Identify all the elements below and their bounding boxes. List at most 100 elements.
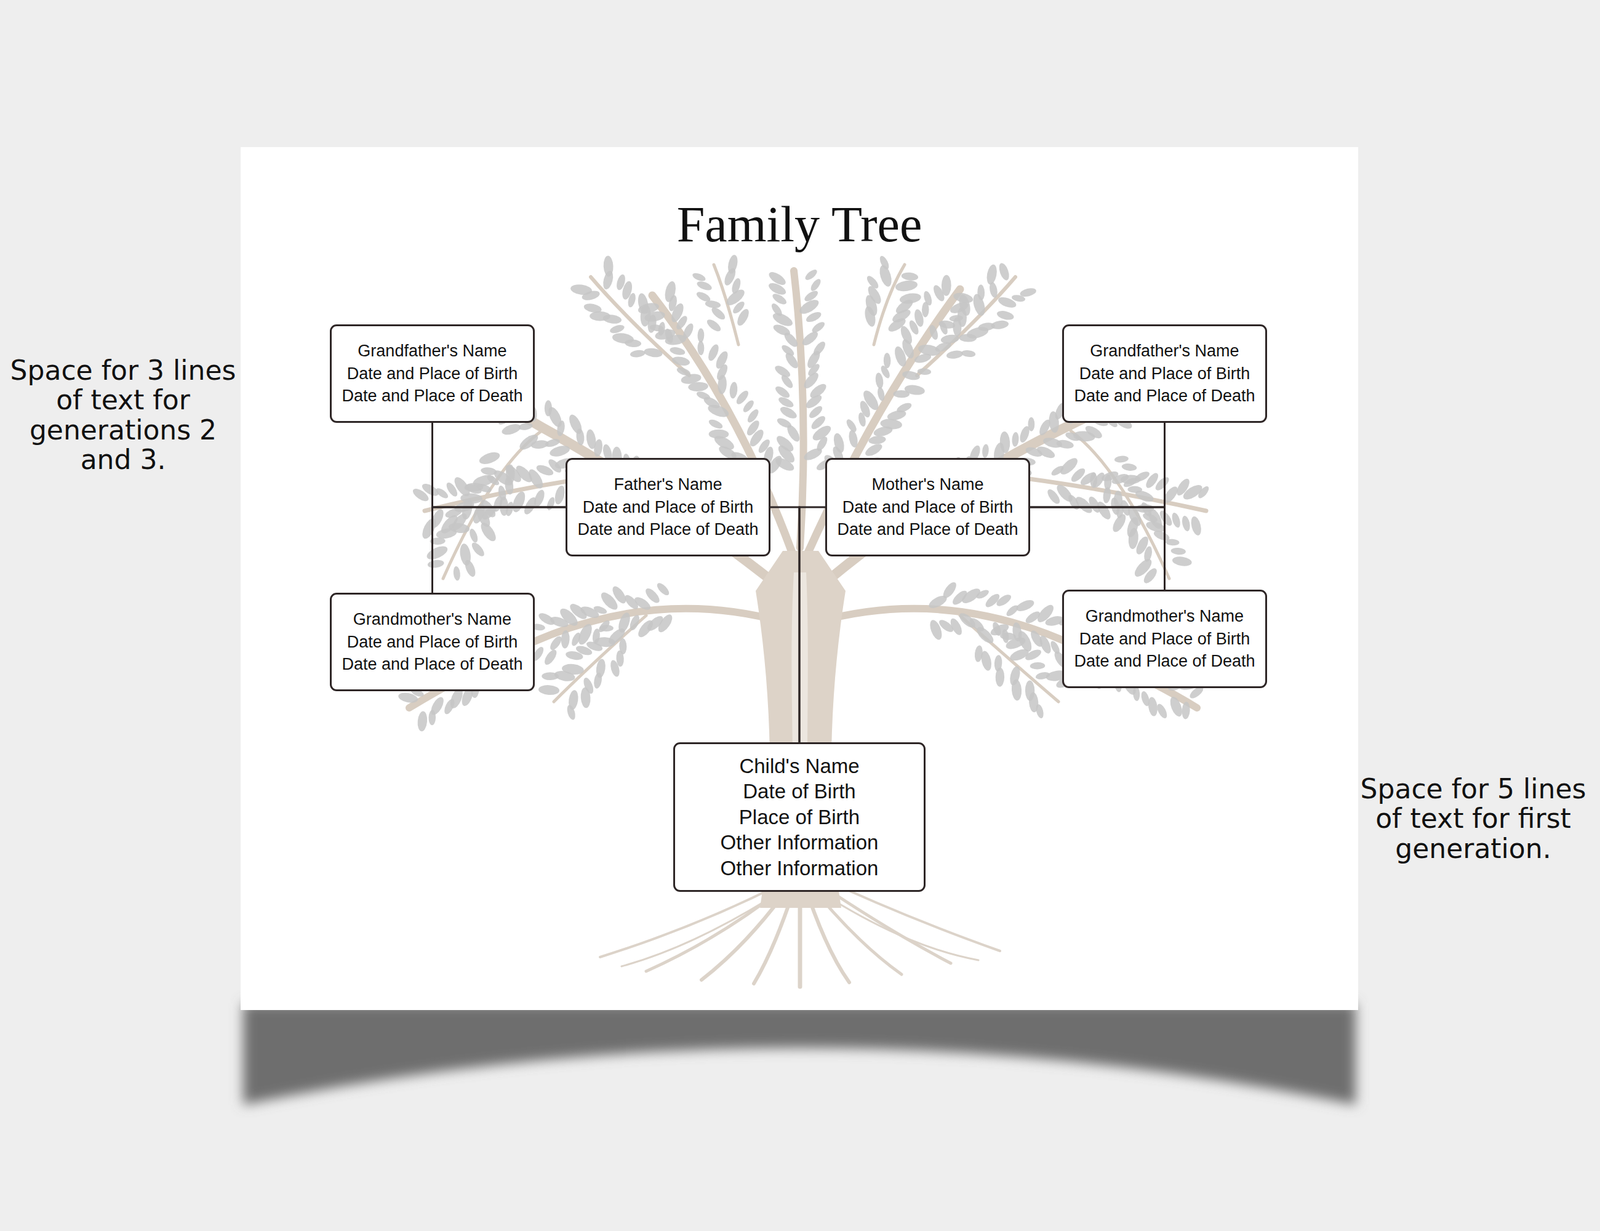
leaf xyxy=(544,400,552,416)
leaf xyxy=(564,649,584,661)
family-connector xyxy=(432,422,567,508)
leaf xyxy=(1170,511,1182,528)
leaf xyxy=(1147,696,1159,717)
card-shadow xyxy=(243,1003,1356,1105)
leaf xyxy=(1024,647,1044,663)
leaf xyxy=(664,327,676,344)
leaf xyxy=(744,418,762,438)
leaf xyxy=(995,667,1005,687)
leaf xyxy=(928,323,940,341)
box-text: Other Information xyxy=(720,829,879,856)
leaf xyxy=(663,280,678,303)
box-text: Date and Place of Death xyxy=(577,518,759,541)
family-connector xyxy=(1030,507,1165,590)
leaf xyxy=(772,363,792,380)
leaf xyxy=(874,372,885,390)
leaf xyxy=(608,659,621,678)
leaf xyxy=(894,278,919,293)
leaf xyxy=(1113,455,1129,464)
leaf xyxy=(900,271,919,282)
person-box: Grandfather's NameDate and Place of Birt… xyxy=(1062,324,1268,423)
leaf xyxy=(695,390,711,402)
leaf xyxy=(945,349,964,360)
leaf xyxy=(847,429,860,449)
leaf xyxy=(956,293,972,317)
leaf xyxy=(1168,694,1185,719)
leaf xyxy=(1170,547,1186,556)
leaf xyxy=(580,686,592,709)
leaf xyxy=(1102,486,1112,504)
leaf xyxy=(1030,662,1046,670)
leaf xyxy=(462,558,478,578)
leaf xyxy=(707,417,725,431)
leaf xyxy=(811,339,828,358)
leaf xyxy=(922,289,934,306)
leaf xyxy=(726,254,740,275)
box-text: Grandmother's Name xyxy=(353,608,512,631)
leaf xyxy=(1094,499,1114,522)
leaf xyxy=(1181,701,1191,720)
leaf xyxy=(876,386,886,402)
leaf xyxy=(464,482,484,493)
leaf xyxy=(545,496,557,512)
leaf xyxy=(582,302,602,314)
leaf xyxy=(1089,472,1098,488)
leaf xyxy=(803,288,820,304)
leaf xyxy=(995,309,1015,322)
leaf xyxy=(974,588,991,601)
person-box: Child's NameDate of BirthPlace of BirthO… xyxy=(673,742,926,892)
leaf xyxy=(444,506,464,520)
leaf xyxy=(775,416,793,430)
box-text: Grandfather's Name xyxy=(1089,339,1239,362)
person-box: Grandfather's NameDate and Place of Birt… xyxy=(329,324,535,423)
leaf xyxy=(1180,515,1192,532)
box-text: Date and Place of Death xyxy=(1073,649,1255,672)
leaf xyxy=(766,269,788,288)
leaf xyxy=(675,366,692,378)
leaf xyxy=(566,412,585,436)
person-box: Grandmother's NameDate and Place of Birt… xyxy=(1062,589,1268,688)
box-text: Date and Place of Death xyxy=(1073,384,1255,407)
box-text: Date and Place of Death xyxy=(836,518,1018,541)
leaf xyxy=(469,540,487,559)
box-text: Child's Name xyxy=(739,753,860,780)
leaf xyxy=(516,432,541,453)
leaf xyxy=(671,355,691,367)
leaf xyxy=(904,384,926,397)
leaf xyxy=(565,704,577,721)
note-label: Space for 3 lines of text for generation… xyxy=(4,355,242,476)
leaf xyxy=(695,289,712,304)
box-text: Date and Place of Birth xyxy=(582,496,754,519)
box-text: Mother's Name xyxy=(871,473,984,496)
leaf xyxy=(769,301,784,318)
leaf xyxy=(1135,504,1154,513)
leaf xyxy=(425,543,450,562)
box-text: Date and Place of Birth xyxy=(347,630,519,653)
leaf xyxy=(916,368,932,376)
leaf xyxy=(1171,555,1193,567)
box-text: Grandfather's Name xyxy=(357,339,507,362)
leaf xyxy=(697,328,704,343)
card xyxy=(240,147,1359,1010)
leaf xyxy=(1110,512,1128,535)
leaf xyxy=(419,516,439,541)
leaf xyxy=(585,428,598,450)
leaf xyxy=(560,630,570,649)
leaf xyxy=(771,310,795,329)
leaf xyxy=(895,401,913,415)
leaf xyxy=(1011,432,1020,447)
leaf xyxy=(611,331,635,345)
leaf xyxy=(629,348,646,358)
leaf xyxy=(636,292,650,315)
family-connector xyxy=(770,507,800,743)
leaf xyxy=(1120,474,1141,484)
box-text: Place of Birth xyxy=(739,804,860,831)
leaf xyxy=(994,592,1013,609)
leaf xyxy=(691,271,707,283)
leaf xyxy=(985,263,999,285)
leaf xyxy=(1004,635,1028,652)
person-box: Mother's NameDate and Place of BirthDate… xyxy=(825,457,1031,557)
leaf xyxy=(706,342,721,362)
leaf xyxy=(609,323,626,335)
